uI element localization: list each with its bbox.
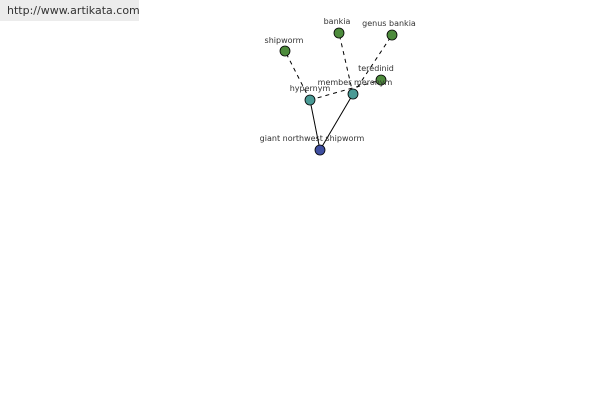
nodes-layer	[279, 27, 398, 156]
node-shipworm[interactable]	[279, 45, 291, 57]
node-teredinid[interactable]	[375, 74, 387, 86]
node-label-genus[interactable]: genus bankia	[362, 19, 416, 28]
node-label-giant[interactable]: giant northwest shipworm	[260, 134, 365, 143]
node-label-hypernym[interactable]: hypernym	[290, 84, 331, 93]
edge-giant-member	[319, 93, 354, 151]
node-label-shipworm[interactable]: shipworm	[265, 36, 304, 45]
edges-layer	[284, 32, 393, 151]
node-label-bankia[interactable]: bankia	[324, 17, 351, 26]
node-hypernym[interactable]	[304, 94, 316, 106]
node-label-teredinid[interactable]: teredinid	[358, 64, 394, 73]
node-giant[interactable]	[314, 144, 326, 156]
url-link[interactable]: http://www.artikata.com	[7, 4, 140, 17]
edge-member-genus	[352, 34, 393, 95]
edge-hypernym-shipworm	[284, 50, 311, 101]
url-banner[interactable]: http://www.artikata.com	[0, 0, 140, 21]
edge-member-bankia	[338, 32, 354, 95]
node-genus[interactable]	[386, 29, 398, 41]
node-member[interactable]	[347, 88, 359, 100]
edge-giant-hypernym	[309, 99, 321, 151]
node-label-member[interactable]: member meronym	[318, 78, 393, 87]
node-bankia[interactable]	[333, 27, 345, 39]
